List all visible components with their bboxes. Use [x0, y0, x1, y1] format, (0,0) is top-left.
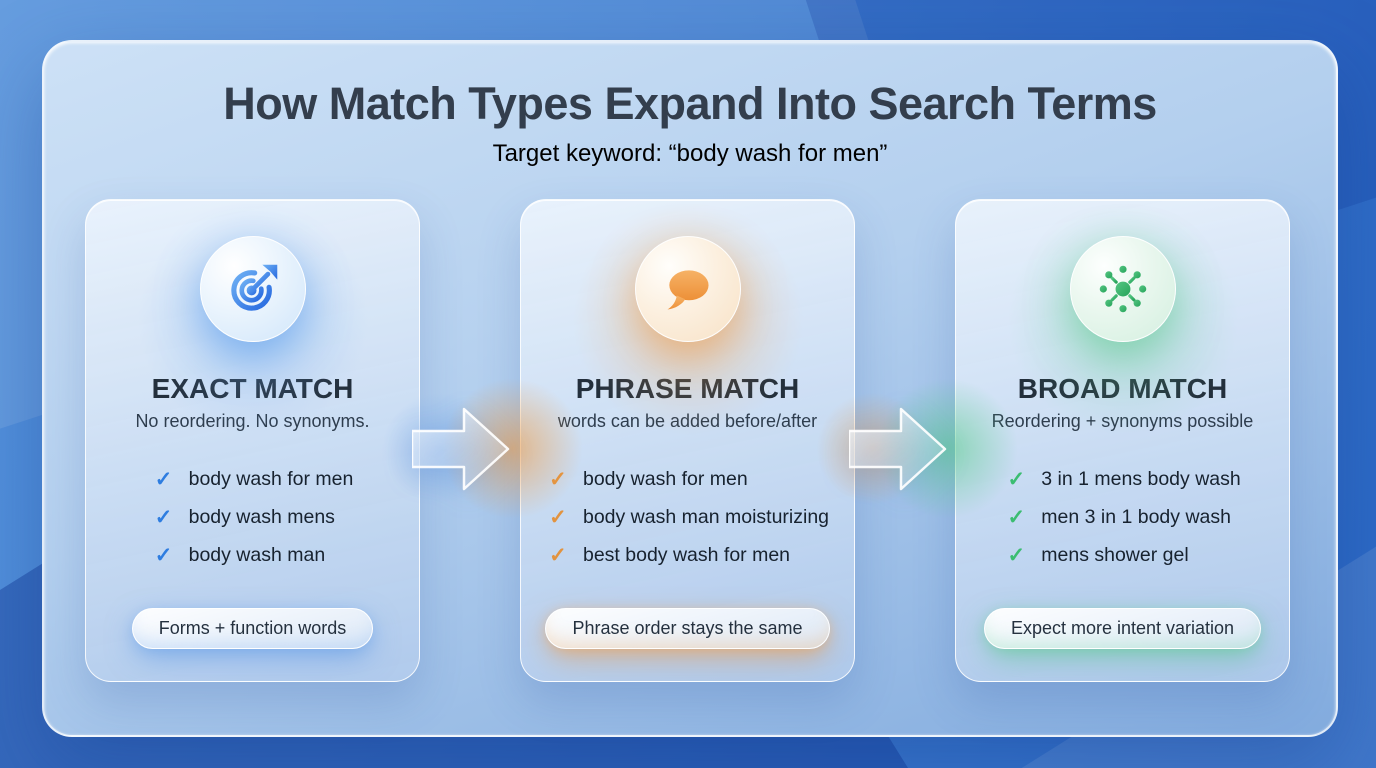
card-subtitle: words can be added before/after	[557, 411, 818, 431]
page-subtitle: Target keyword: “body wash for men”	[492, 140, 888, 167]
card-badge: Phrase order stays the same	[545, 608, 830, 649]
check-icon: ✓	[154, 505, 173, 529]
check-icon: ✓	[154, 543, 173, 567]
term-item: ✓ body wash man moisturizing	[546, 498, 829, 536]
arrow-phrase-to-broad-icon	[849, 407, 947, 491]
term-list: ✓ body wash for men ✓ body wash mens ✓ body…	[152, 460, 354, 574]
speech-bubble-icon	[634, 236, 741, 342]
term-text: 3 in 1 mens body wash	[1041, 467, 1241, 490]
arrow-exact-to-phrase-icon	[412, 407, 510, 491]
term-item: ✓ men 3 in 1 body wash	[1004, 498, 1240, 536]
card-title: EXACT MATCH	[151, 373, 354, 404]
check-icon: ✓	[1007, 505, 1026, 529]
term-text: body wash man	[188, 543, 326, 566]
term-item: ✓ 3 in 1 mens body wash	[1004, 460, 1240, 498]
check-icon: ✓	[1007, 543, 1026, 567]
term-item: ✓ body wash for men	[152, 460, 354, 498]
term-item: ✓ body wash for men	[546, 460, 829, 498]
card-title: PHRASE MATCH	[575, 373, 800, 404]
card-subtitle: No reordering. No synonyms.	[135, 411, 370, 431]
term-text: body wash for men	[188, 467, 354, 490]
card-badge: Expect more intent variation	[983, 608, 1262, 649]
term-text: body wash mens	[188, 505, 335, 528]
term-text: men 3 in 1 body wash	[1041, 505, 1231, 528]
card-badge: Forms + function words	[131, 608, 374, 649]
check-icon: ✓	[549, 505, 567, 529]
term-item: ✓ body wash mens	[152, 498, 354, 536]
check-icon: ✓	[549, 467, 567, 491]
card-subtitle: Reordering + synonyms possible	[991, 411, 1254, 431]
term-text: best body wash for men	[582, 543, 791, 566]
term-list: ✓ body wash for men ✓ body wash man moistu…	[546, 460, 829, 574]
term-text: body wash man moisturizing	[582, 505, 830, 528]
term-text: body wash for men	[582, 467, 748, 490]
term-item: ✓ mens shower gel	[1004, 536, 1240, 574]
term-text: mens shower gel	[1041, 543, 1189, 566]
check-icon: ✓	[549, 543, 567, 567]
check-icon: ✓	[1007, 467, 1026, 491]
hub-network-icon	[1069, 236, 1176, 342]
term-item: ✓ best body wash for men	[546, 536, 829, 574]
term-list: ✓ 3 in 1 mens body wash ✓ men 3 in 1 body …	[1004, 460, 1240, 574]
card-broad-match: BROAD MATCH Reordering + synonyms possib…	[955, 199, 1290, 682]
card-phrase-match: PHRASE MATCH words can be added before/a…	[520, 199, 855, 682]
page-title: How Match Types Expand Into Search Terms	[223, 78, 1157, 129]
target-icon	[199, 236, 306, 342]
check-icon: ✓	[154, 467, 173, 491]
card-exact-match: EXACT MATCH No reordering. No synonyms. …	[85, 199, 420, 682]
card-title: BROAD MATCH	[1017, 373, 1228, 404]
term-item: ✓ body wash man	[152, 536, 354, 574]
